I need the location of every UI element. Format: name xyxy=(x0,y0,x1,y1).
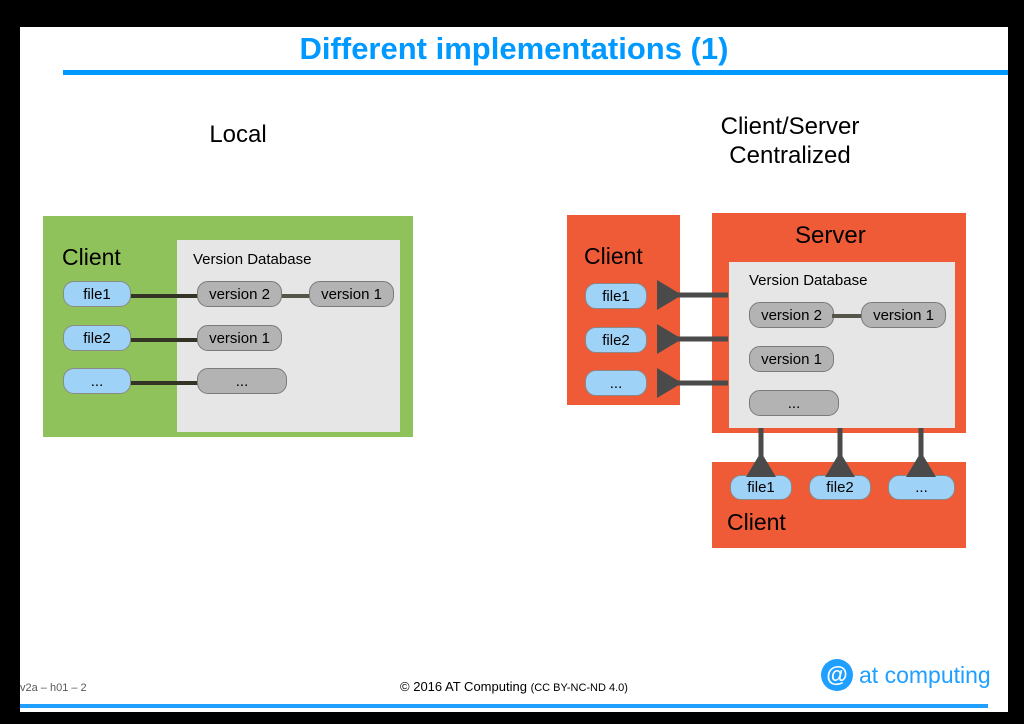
cs-server-label: Server xyxy=(795,222,866,249)
title-divider xyxy=(63,70,1008,75)
slide-canvas: Different implementations (1) Local Clie… xyxy=(20,27,1008,712)
local-connector-file2 xyxy=(130,338,210,342)
cs-client-bottom-file-pill-file2[interactable]: file2 xyxy=(809,475,871,500)
local-connector-version2-version1 xyxy=(280,294,312,298)
cs-client-bottom-file-pill-file1[interactable]: file1 xyxy=(730,475,792,500)
footer-copyright: © 2016 AT Computing (CC BY-NC-ND 4.0) xyxy=(20,679,1008,694)
cs-client-bottom-file-pill-ellipsis[interactable]: ... xyxy=(888,475,955,500)
local-file-pill-file1[interactable]: file1 xyxy=(63,281,131,307)
cs-server-version-database-title: Version Database xyxy=(749,272,868,289)
cs-server-connector-version2-version1 xyxy=(832,314,864,318)
at-computing-logo-text: at computing xyxy=(859,661,991,688)
local-version-pill-r3-ellipsis[interactable]: ... xyxy=(197,368,287,394)
at-symbol-icon: @ xyxy=(821,659,853,691)
cs-client-left-label: Client xyxy=(584,243,643,269)
cs-server-version-pill-r3-ellipsis[interactable]: ... xyxy=(749,390,839,416)
local-version-pill-r2-v1[interactable]: version 1 xyxy=(197,325,282,351)
local-version-database-title: Version Database xyxy=(193,251,312,268)
cs-client-left-file-pill-file2[interactable]: file2 xyxy=(585,327,647,353)
footer-divider xyxy=(20,704,988,708)
local-file-pill-ellipsis[interactable]: ... xyxy=(63,368,131,394)
section-heading-client-server-line2: Centralized xyxy=(729,142,851,169)
local-file-pill-file2[interactable]: file2 xyxy=(63,325,131,351)
section-heading-client-server-line1: Client/Server xyxy=(720,113,860,140)
cs-client-left-file-pill-ellipsis[interactable]: ... xyxy=(585,370,647,396)
at-computing-logo: @ at computing xyxy=(821,658,991,692)
section-heading-local: Local xyxy=(209,121,267,148)
local-client-label: Client xyxy=(62,244,121,270)
local-connector-file1 xyxy=(130,294,202,298)
footer-copyright-text: © 2016 AT Computing xyxy=(400,679,527,694)
cs-client-left-file-pill-file1[interactable]: file1 xyxy=(585,283,647,309)
page-title: Different implementations (1) xyxy=(299,31,729,66)
footer-license-text: (CC BY-NC-ND 4.0) xyxy=(530,682,628,694)
section-heading-client-server: Client/Server Centralized xyxy=(580,112,1000,170)
cs-client-bottom-label: Client xyxy=(727,509,786,535)
cs-server-version-pill-r2-v1[interactable]: version 1 xyxy=(749,346,834,372)
local-version-pill-r1-v1[interactable]: version 1 xyxy=(309,281,394,307)
cs-server-version-pill-r1-v2[interactable]: version 2 xyxy=(749,302,834,328)
local-connector-ellipsis xyxy=(130,381,210,385)
footer-slide-id: v2a – h01 – 2 xyxy=(20,682,87,694)
local-version-pill-r1-v2[interactable]: version 2 xyxy=(197,281,282,307)
cs-server-version-pill-r1-v1[interactable]: version 1 xyxy=(861,302,946,328)
